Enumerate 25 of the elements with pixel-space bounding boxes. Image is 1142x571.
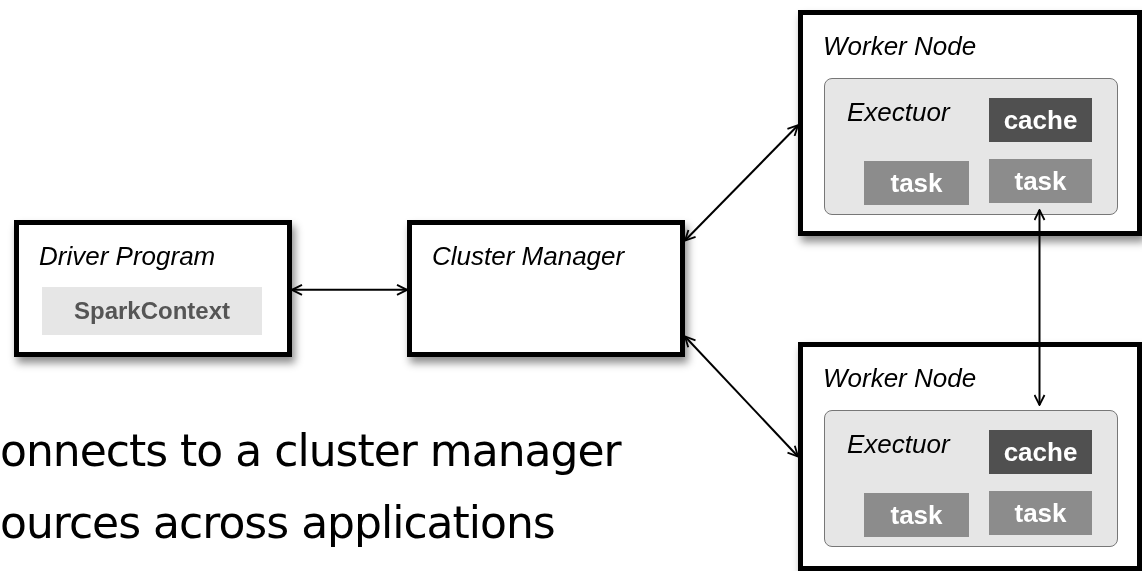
arrow — [1033, 209, 1046, 406]
arrow — [291, 283, 408, 296]
node-box — [407, 220, 685, 357]
executor-label: Exectuor — [847, 96, 950, 129]
node-box — [798, 10, 1142, 236]
body-text: ources across applications — [0, 496, 555, 550]
task-box: task — [989, 491, 1092, 535]
body-text: onnects to a cluster manager — [0, 424, 621, 478]
executor-box — [824, 78, 1118, 215]
node-title: Worker Node — [823, 30, 977, 63]
cache-box: cache — [989, 98, 1092, 142]
task-box: task — [864, 493, 969, 537]
cache-box: cache — [989, 430, 1092, 474]
arrow — [684, 124, 799, 242]
node-title: Cluster Manager — [432, 240, 625, 273]
task-box: task — [864, 161, 969, 205]
context-box: SparkContext — [42, 287, 262, 335]
executor-box — [824, 410, 1118, 547]
node-title: Driver Program — [39, 240, 216, 273]
arrow — [684, 335, 799, 458]
node-box — [14, 220, 292, 357]
task-box: task — [989, 159, 1092, 203]
node-box — [798, 342, 1142, 571]
node-title: Worker Node — [823, 362, 977, 395]
executor-label: Exectuor — [847, 428, 950, 461]
